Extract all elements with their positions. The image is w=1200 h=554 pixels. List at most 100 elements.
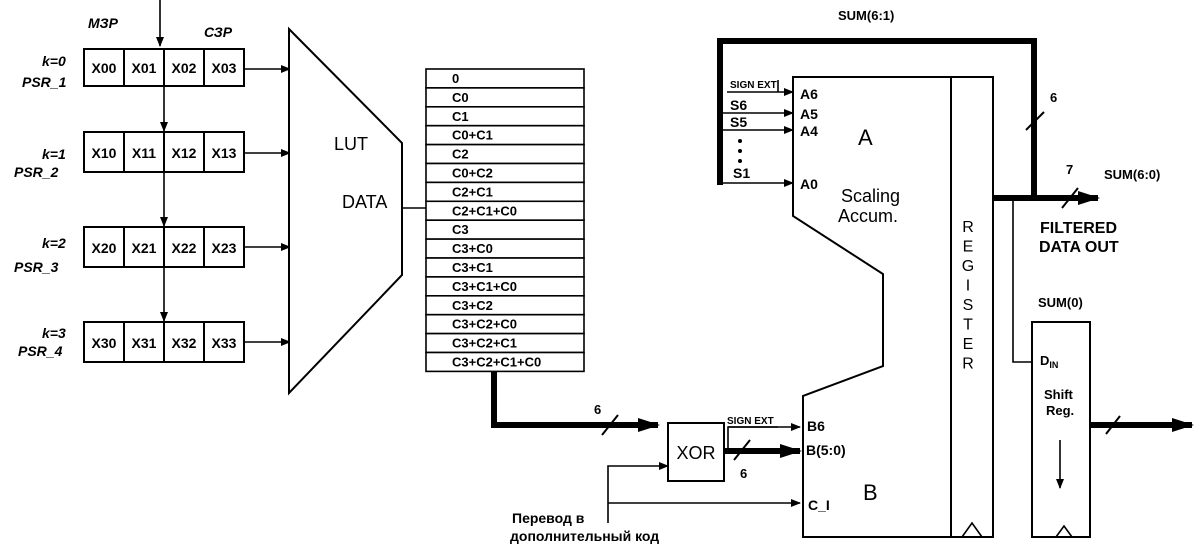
cell-label: X31 [132, 335, 157, 351]
register-cell [203, 48, 245, 87]
lut-table-row [425, 124, 585, 146]
lut-table-row [425, 181, 585, 203]
accumulator-name-1: Scaling [841, 186, 900, 206]
cell-label: X33 [212, 335, 237, 351]
lut-table-row [425, 68, 585, 89]
register-cell [163, 321, 205, 363]
feedback-bus-width: 6 [1050, 90, 1057, 105]
shift-register [1031, 321, 1091, 538]
cell-label: X32 [172, 335, 197, 351]
shift-reg-name-1: Shift [1044, 387, 1074, 402]
a-input-label: A0 [800, 176, 818, 192]
cell-label: X12 [172, 145, 197, 161]
shift-clock-icon [1055, 524, 1073, 538]
row-k-label: k=3 [42, 325, 66, 341]
lut-table-entry: C2 [452, 147, 469, 162]
bus-slash [601, 414, 619, 436]
lut-table-entry: C3+C0 [452, 241, 493, 256]
row-2: k=2 PSR_3 X20 X21 X22 X23 A2 [14, 226, 315, 275]
clock-icon [961, 521, 983, 538]
feedback-bit-label: S5 [730, 114, 747, 130]
xor-block [667, 422, 725, 482]
register-letter: R [962, 219, 974, 236]
scaling-accumulator [792, 76, 994, 538]
sum0-label: SUM(0) [1038, 295, 1083, 310]
lut-table-entry: C2+C1+C0 [452, 203, 517, 218]
register-letter: G [962, 258, 974, 275]
lut-table-entry: C3+C2 [452, 298, 493, 313]
lut-table-row [425, 162, 585, 184]
lut-block [288, 26, 403, 396]
cell-label: X01 [132, 60, 157, 76]
feedback-bus [717, 38, 1037, 198]
accumulator-name-2: Accum. [838, 206, 898, 226]
register-cell [83, 321, 125, 363]
cell-label: X13 [212, 145, 237, 161]
din-label: DIN [1040, 353, 1058, 370]
lut-bus-width: 6 [594, 402, 601, 417]
sign-ext-b-line [727, 423, 801, 451]
lut-table-row [425, 87, 585, 108]
row-0: k=0 PSR_1 X00 X01 X02 X03 A0 [22, 48, 313, 90]
lut-table-entry: C3+C2+C1+C0 [452, 355, 541, 370]
lut-table-entry: C3+C2+C0 [452, 317, 517, 332]
lut-title: LUT [334, 134, 368, 154]
lut-table-row [425, 106, 585, 127]
row-k-label: k=0 [42, 53, 66, 69]
lut-table-entry: C0+C2 [452, 166, 493, 181]
xor-bus-width: 6 [740, 466, 747, 481]
bus-slash [733, 439, 751, 461]
negate-note-line1: Перевод в [512, 510, 585, 526]
register-letter: T [963, 317, 973, 334]
row-psr-label: PSR_3 [14, 259, 59, 275]
cell-label: X00 [92, 60, 117, 76]
ellipsis-dot [738, 149, 742, 153]
a-input-label: A6 [800, 86, 818, 102]
lut-table-entry: C3+C1 [452, 260, 493, 275]
bus-slash [1105, 415, 1121, 435]
lut-table-entry: C3+C2+C1 [452, 336, 517, 351]
bus-slash [1025, 111, 1045, 131]
register-cell [163, 226, 205, 268]
row-psr-label: PSR_4 [18, 343, 63, 359]
output-bus-label: SUM(6:0) [1104, 167, 1160, 182]
filtered-out-line1: FILTERED [1040, 220, 1117, 237]
lut-table-row [425, 219, 585, 240]
lut-table-entry: C0 [452, 90, 469, 105]
port-a-title: A [858, 125, 873, 150]
cell-label: X03 [212, 60, 237, 76]
feedback-bus-label: SUM(6:1) [838, 8, 894, 23]
shift-reg-name-2: Reg. [1046, 403, 1074, 418]
lut-table-entry: C3 [452, 222, 469, 237]
cell-label: X20 [92, 240, 117, 256]
row-psr-label: PSR_1 [22, 74, 67, 90]
lut-table: 0C0C1C0+C1C2C0+C2C2+C1C2+C1+C0C3C3+C0C3+… [425, 68, 585, 373]
lut-table-entry: C0+C1 [452, 128, 493, 143]
sign-ext-a-label: SIGN EXT [730, 80, 777, 91]
lut-table-entry: C2+C1 [452, 184, 493, 199]
row-1: k=1 PSR_2 X10 X11 X12 X13 A1 [14, 131, 315, 180]
ellipsis-dot [738, 139, 742, 143]
lut-table-row [425, 238, 585, 259]
b-input-label: B(5:0) [806, 442, 846, 458]
filtered-out-line2: DATA OUT [1039, 239, 1119, 256]
register-letter: I [966, 278, 970, 295]
register-cell [203, 131, 245, 173]
cell-label: X22 [172, 240, 197, 256]
lut-data-label: DATA [342, 192, 387, 212]
register-cell [83, 131, 125, 173]
lut-table-entry: C3+C1+C0 [452, 279, 517, 294]
lut-output-bus [491, 372, 660, 432]
feedback-bit-label: S1 [733, 165, 750, 181]
register-cell [203, 226, 245, 268]
row-3: k=3 PSR_4 X30 X31 X32 X33 A3 [18, 321, 319, 363]
negate-note-line2: дополнительный код [510, 528, 659, 544]
b-input-label: C_I [808, 497, 830, 513]
cell-label: X02 [172, 60, 197, 76]
row-psr-label: PSR_2 [14, 164, 59, 180]
lut-table-row [425, 257, 585, 278]
register-letter: S [963, 297, 974, 314]
register-cell [123, 131, 165, 173]
register-cell [83, 226, 125, 268]
